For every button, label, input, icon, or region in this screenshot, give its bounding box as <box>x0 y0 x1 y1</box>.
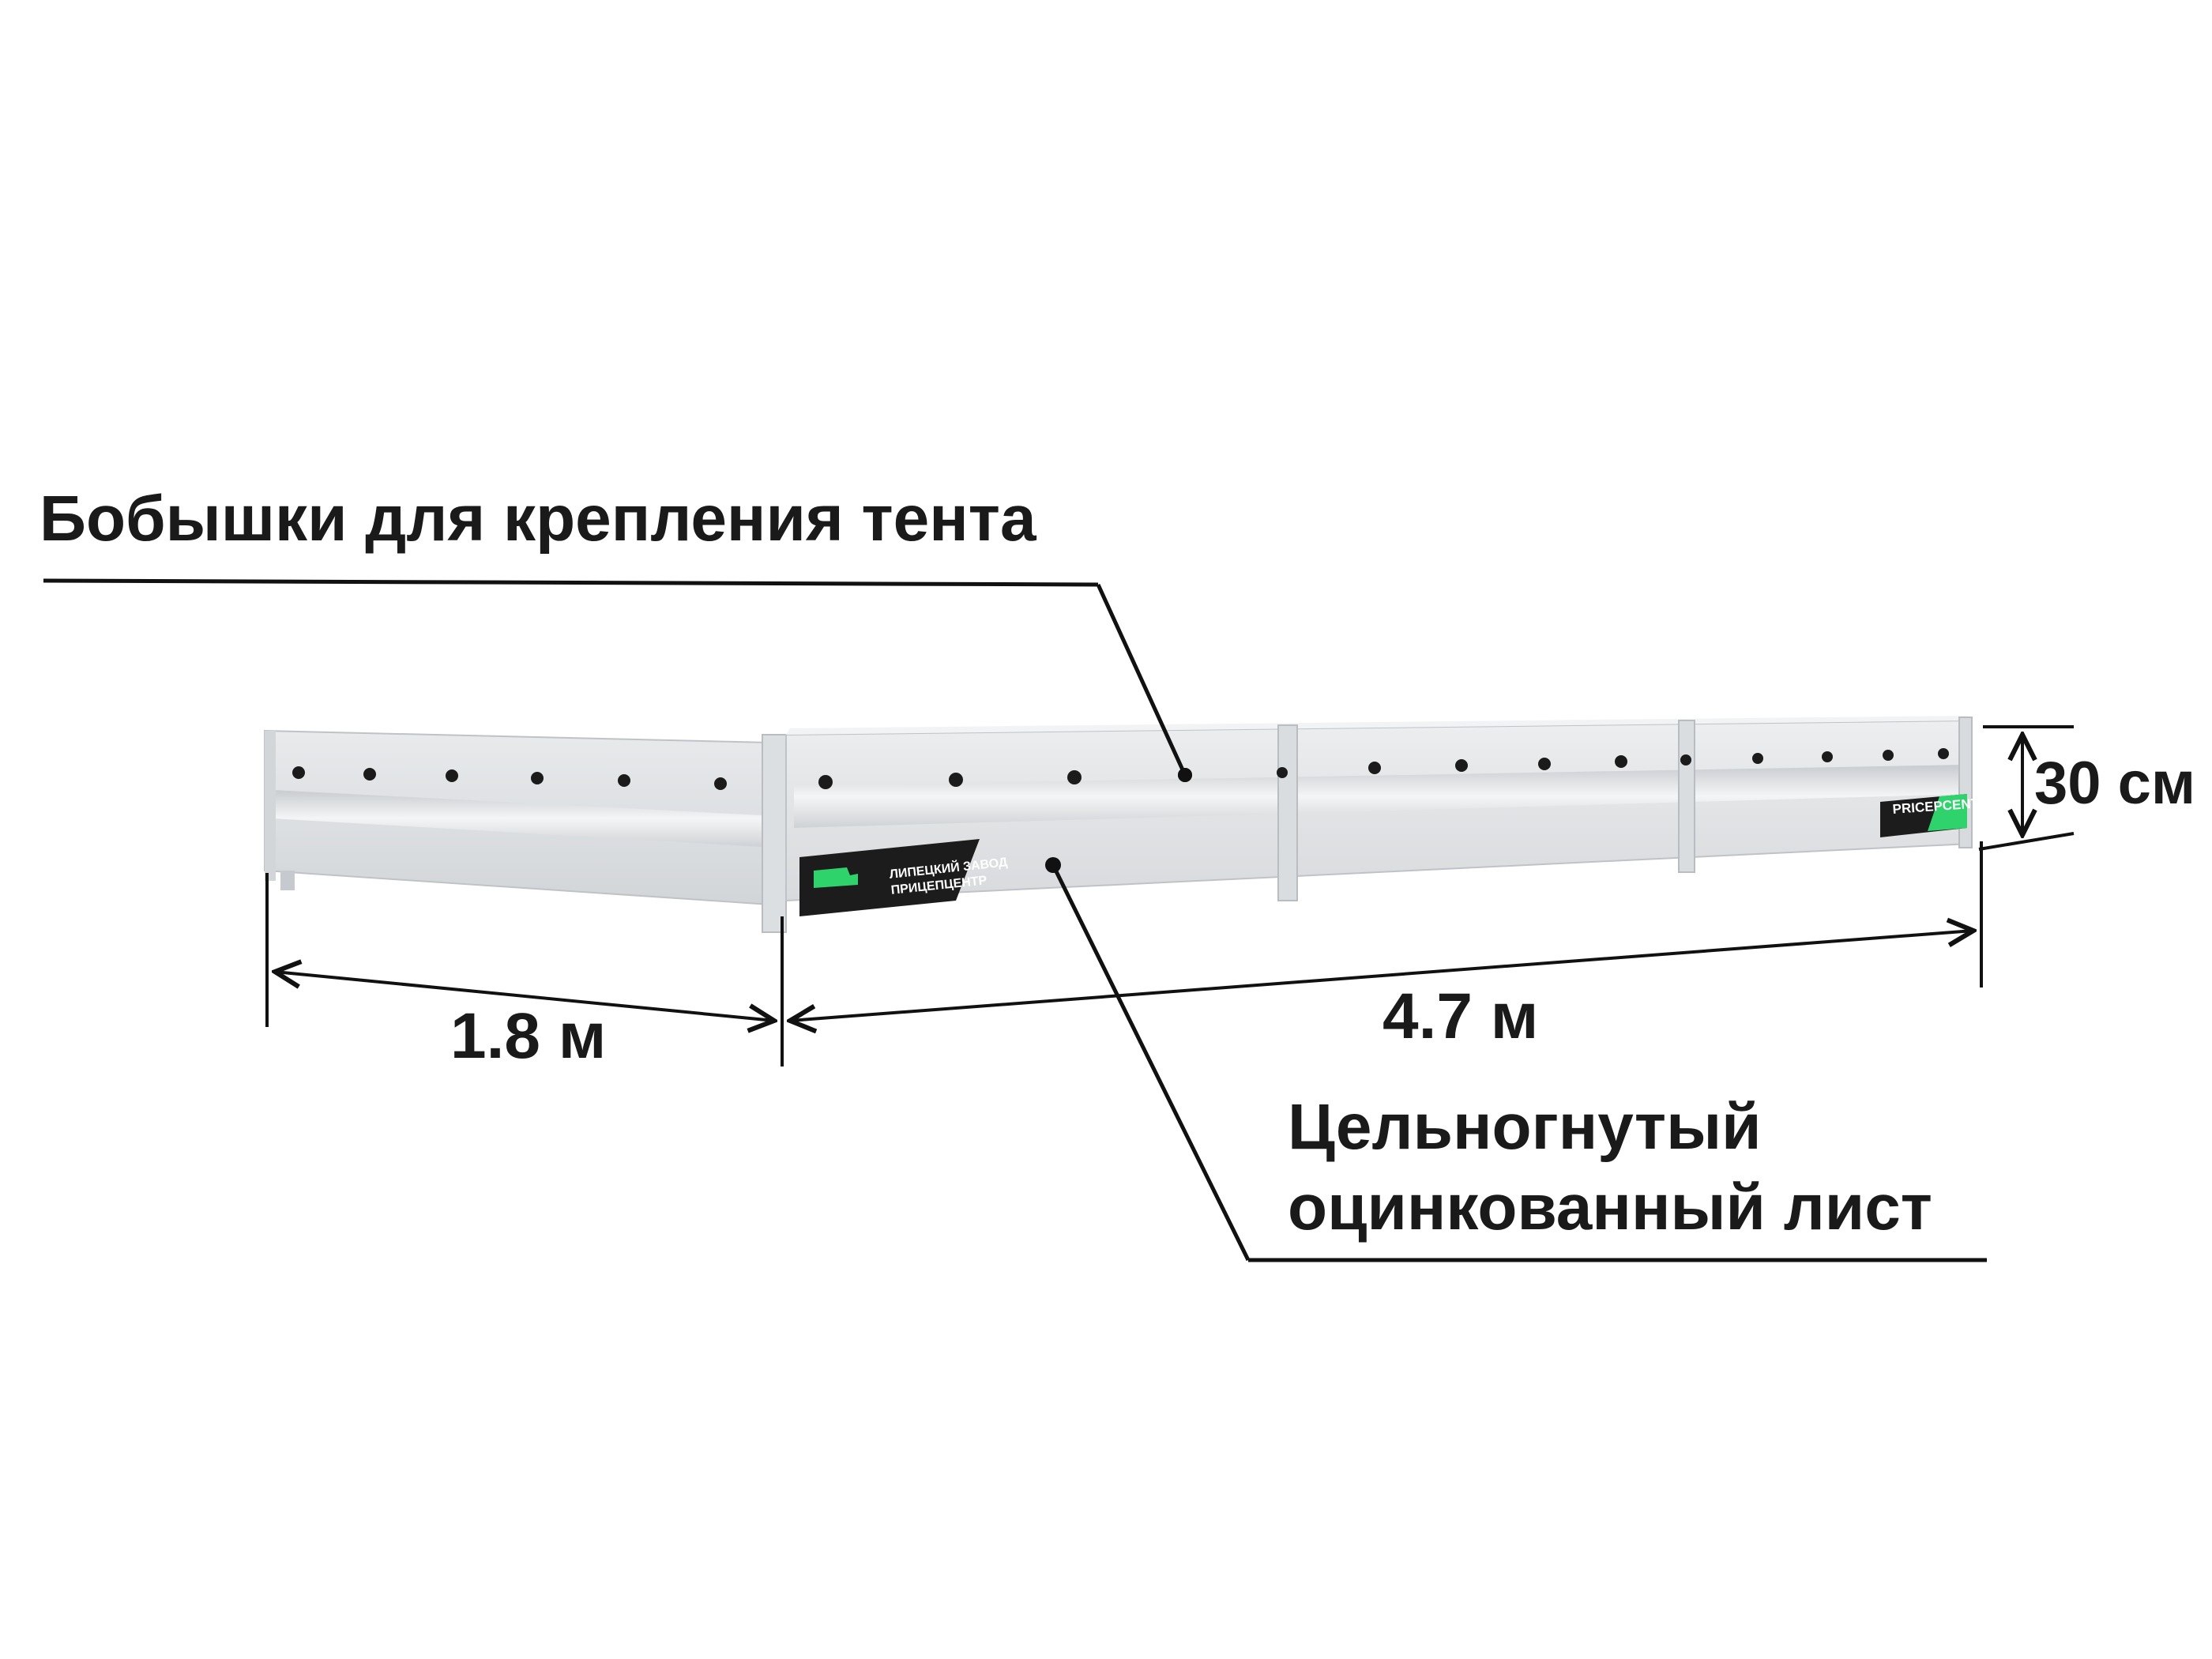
height-dimension-label: 30 см <box>2034 750 2196 817</box>
boss <box>363 768 376 781</box>
length-dimension <box>790 841 1983 1021</box>
boss <box>1752 753 1763 764</box>
bosses-front <box>292 766 727 790</box>
boss <box>1067 770 1082 784</box>
boss <box>446 769 458 782</box>
sheet-annotation-line1: Цельногнутый <box>1288 1091 1762 1163</box>
boss <box>1368 762 1381 774</box>
boss <box>818 775 833 789</box>
corner-post <box>762 734 787 933</box>
boss <box>531 772 544 784</box>
bosses-side <box>818 748 1949 789</box>
front-board <box>264 729 771 906</box>
sheet-annotation-line2: оцинкованный лист <box>1288 1172 1932 1243</box>
boss <box>1538 758 1551 770</box>
stake-post-1 <box>1277 724 1298 901</box>
width-dimension-label: 1.8 м <box>450 1000 607 1072</box>
boss <box>1883 750 1894 761</box>
boss <box>1938 748 1949 759</box>
manufacturer-logo-badge <box>799 839 980 916</box>
boss <box>292 766 305 779</box>
boss <box>1615 755 1627 768</box>
boss <box>1822 751 1833 762</box>
boss <box>1455 759 1468 772</box>
boss <box>714 777 727 790</box>
width-dimension <box>265 873 784 1066</box>
height-dimension <box>1978 725 2075 851</box>
boss <box>618 774 630 787</box>
boss <box>1277 767 1288 778</box>
bosses-annotation: Бобышки для крепления тента <box>40 483 1036 555</box>
length-dimension-label: 4.7 м <box>1382 980 1539 1052</box>
boss <box>949 773 963 787</box>
boss <box>1680 754 1691 766</box>
long-side-board <box>785 716 1972 902</box>
bosses-leader-line <box>43 578 1192 782</box>
stake-post-2 <box>1678 720 1695 873</box>
site-badge <box>1880 794 1967 837</box>
